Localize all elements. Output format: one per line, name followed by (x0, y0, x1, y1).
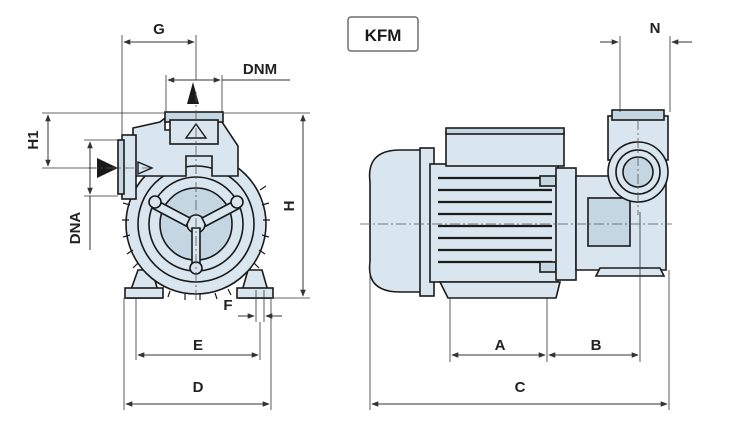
outlet-arrow-icon (187, 82, 199, 104)
dim-label-a: A (495, 337, 506, 354)
dim-label-c: C (515, 379, 526, 396)
dim-label-e: E (193, 337, 203, 354)
dim-label-dnm: DNM (243, 61, 277, 78)
dim-label-h1: H1 (25, 130, 42, 149)
dim-label-dna: DNA (67, 212, 84, 245)
dim-label-h: H (281, 201, 298, 212)
model-label: KFM (365, 26, 402, 45)
dim-label-n: N (650, 20, 661, 37)
side-dimensions: N A B C (369, 20, 692, 410)
model-badge: KFM (347, 16, 419, 52)
dim-label-d: D (193, 379, 204, 396)
side-view (360, 109, 672, 299)
front-view (88, 82, 274, 300)
front-dimensions: G DNM H1 DNA H F E (25, 21, 310, 410)
dim-label-g: G (153, 21, 165, 38)
dim-label-b: B (591, 337, 602, 354)
dim-label-f: F (223, 297, 232, 314)
